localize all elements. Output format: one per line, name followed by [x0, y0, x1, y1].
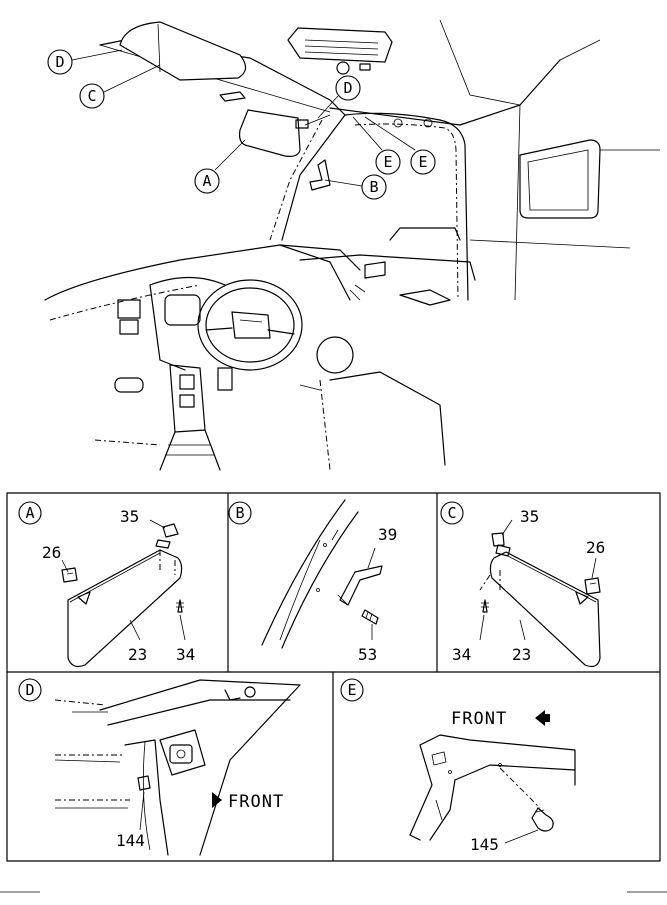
panel-b-label-53: 53 — [358, 645, 377, 664]
callout-e-left — [375, 149, 401, 175]
panel-d-label-144: 144 — [116, 831, 145, 850]
panel-c-label-26: 26 — [586, 538, 605, 557]
panel-d: D 144 FRONT — [18, 678, 301, 856]
panel-a-label-26: 26 — [42, 543, 61, 562]
panel-d-front-label: FRONT — [228, 792, 284, 812]
sun-visor-driver — [238, 109, 331, 157]
panel-b-label-39: 39 — [378, 525, 397, 544]
panel-e-front-label: FRONT — [451, 709, 507, 729]
panel-a-tag: A — [25, 504, 34, 522]
panel-d-tag: D — [25, 681, 34, 699]
steering-wheel — [197, 279, 303, 371]
callout-a — [194, 168, 220, 194]
callout-e-left-label: E — [383, 153, 392, 171]
front-arrow-left-icon — [535, 710, 545, 726]
panel-a-label-35: 35 — [120, 507, 139, 526]
cab-interior-illustration — [44, 19, 660, 471]
panel-e: E FRONT 145 — [340, 678, 576, 854]
callout-a-label: A — [202, 172, 211, 190]
panel-c-label-35: 35 — [520, 507, 539, 526]
sun-visor-upper — [119, 21, 247, 81]
panel-b: B 39 53 — [228, 499, 397, 664]
panel-b-tag: B — [235, 504, 244, 522]
overhead-console — [287, 27, 393, 75]
callout-b-label: B — [369, 178, 378, 196]
panel-e-tag: E — [347, 681, 356, 699]
panel-c: C 35 26 34 23 — [440, 501, 605, 668]
panel-c-label-34: 34 — [452, 645, 471, 664]
panel-c-label-23: 23 — [512, 645, 531, 664]
panel-e-label-145: 145 — [470, 835, 499, 854]
callout-c-label: C — [87, 87, 96, 105]
callout-d-upper — [47, 49, 73, 75]
callout-c — [79, 83, 105, 109]
callout-d-upper-label: D — [55, 53, 64, 71]
callout-e-right — [410, 149, 436, 175]
panel-a-label-34: 34 — [176, 645, 195, 664]
callout-d-lower-label: D — [343, 79, 352, 97]
callout-e-right-label: E — [418, 153, 427, 171]
main-callouts: D C D A B E E — [47, 49, 436, 200]
panel-a-label-23: 23 — [128, 645, 147, 664]
callout-b — [361, 174, 387, 200]
front-arrow-icon — [212, 792, 222, 808]
detail-panels-frame — [6, 492, 661, 862]
callout-d-lower — [335, 75, 361, 101]
panel-c-tag: C — [447, 504, 456, 522]
panel-a: A 35 26 23 34 — [18, 501, 195, 668]
